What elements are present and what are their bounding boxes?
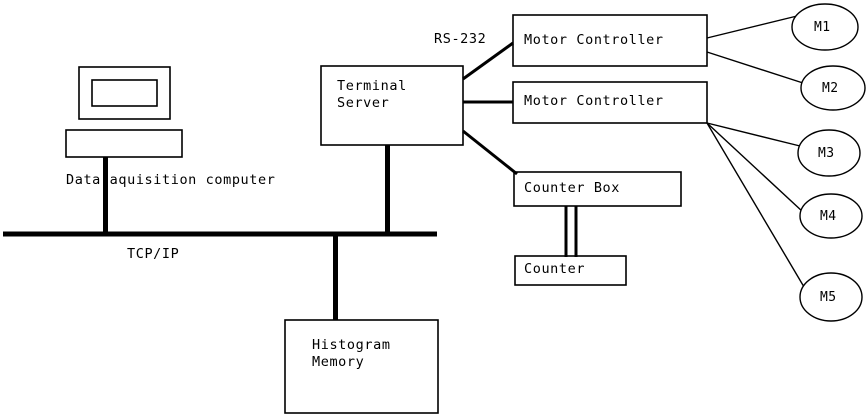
link-motor-controller-2-to-m4 (706, 122, 804, 213)
motor-m2-label: M2 (822, 81, 839, 96)
motor-m4-ellipse[interactable] (799, 193, 863, 239)
motor-m4-label: M4 (820, 209, 837, 224)
link-motor-controller-2-to-m5 (706, 122, 808, 293)
computer-label: Data aquisition computer (66, 172, 276, 188)
counter-label: Counter (524, 261, 586, 277)
motor-m1-ellipse[interactable] (791, 3, 859, 51)
histogram-memory-box[interactable] (284, 319, 439, 414)
link-motor-controller-2-to-m3 (706, 122, 801, 147)
motor-controller-1-label: Motor Controller (524, 32, 664, 48)
motor-controller-1-box[interactable] (512, 14, 708, 67)
rs232-label: RS-232 (434, 31, 487, 47)
terminal-server-label-line1: Terminal (337, 78, 407, 94)
link-terminal-server-to-motor-controller-1 (462, 41, 514, 81)
terminal-server-label-line2: Server (337, 95, 390, 111)
link-motor-controller-1-to-m2 (706, 51, 804, 84)
computer-base-icon (65, 129, 183, 158)
motor-m3-label: M3 (818, 146, 835, 161)
counter-box-label: Counter Box (524, 180, 621, 196)
counter-box[interactable] (514, 255, 627, 286)
motor-controller-2-label: Motor Controller (524, 93, 664, 109)
histogram-memory-label-line1: Histogram (312, 337, 391, 353)
motor-m3-ellipse[interactable] (797, 129, 861, 177)
motor-m5-label: M5 (820, 290, 837, 305)
motor-m5-ellipse[interactable] (799, 272, 863, 322)
motor-m1-label: M1 (814, 20, 831, 35)
terminal-server-box[interactable] (320, 65, 464, 146)
tcpip-bus-label: TCP/IP (127, 246, 180, 262)
motor-m2-ellipse[interactable] (800, 65, 866, 111)
counter-box-box[interactable] (513, 171, 682, 207)
computer-screen-icon (91, 79, 158, 107)
histogram-memory-label-line2: Memory (312, 354, 365, 370)
link-motor-controller-1-to-m1 (706, 15, 798, 39)
link-terminal-server-to-counter-box (462, 129, 518, 176)
